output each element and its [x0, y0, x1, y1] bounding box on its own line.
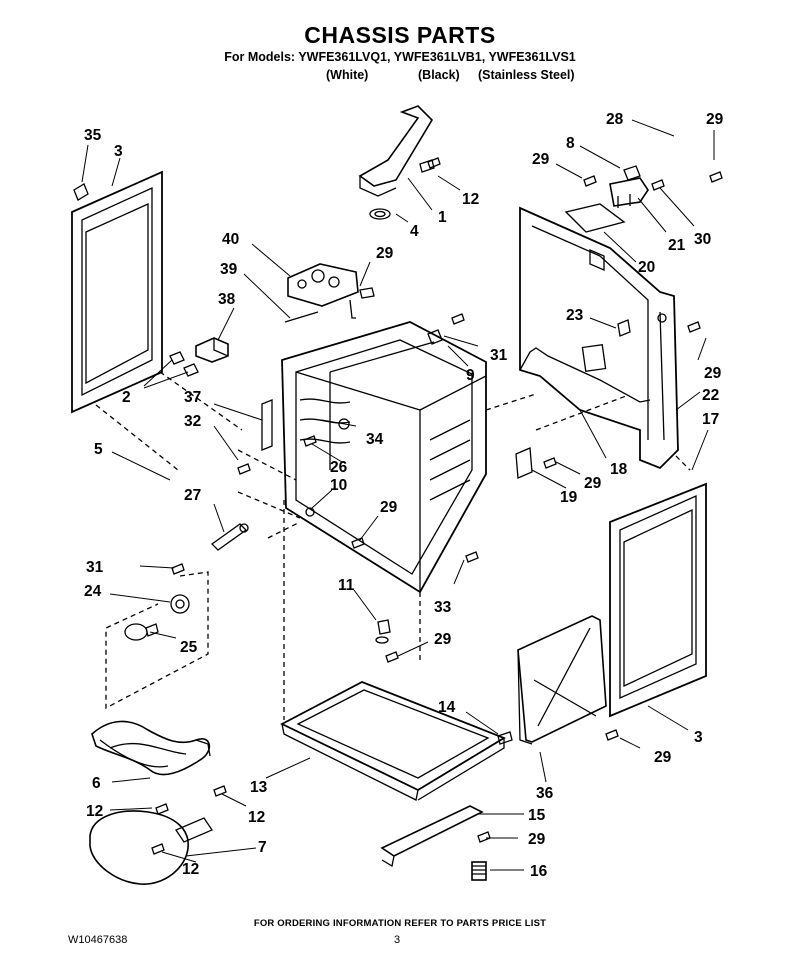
callout-24: 24	[84, 583, 102, 600]
callout-3: 3	[694, 729, 703, 746]
broil-element	[89, 810, 213, 885]
right-side-panel	[609, 482, 707, 718]
screws	[151, 157, 723, 855]
callout-35: 35	[84, 127, 102, 144]
variant-stainless: (Stainless Steel)	[478, 68, 575, 82]
callout-29: 29	[376, 245, 394, 262]
callout-10: 10	[330, 477, 347, 494]
callout-29: 29	[532, 151, 550, 168]
page-number: 3	[394, 934, 401, 946]
callout-16: 16	[530, 863, 548, 880]
callout-4: 4	[410, 223, 419, 240]
callout-22: 22	[702, 387, 719, 404]
callout-18: 18	[610, 461, 628, 478]
callout-23: 23	[566, 307, 584, 324]
variant-black: (Black)	[418, 68, 460, 82]
cavity-dashed-guides	[105, 393, 537, 720]
callout-26: 26	[330, 459, 348, 476]
callout-8: 8	[566, 135, 575, 152]
callout-2: 2	[122, 389, 131, 406]
callout-27: 27	[184, 487, 201, 504]
bake-element	[91, 720, 211, 776]
callout-29: 29	[380, 499, 398, 516]
callout-29: 29	[654, 749, 672, 766]
leader-lines	[81, 119, 715, 871]
rear-panel	[519, 206, 679, 470]
screws-2	[169, 351, 199, 377]
air-baffle	[517, 615, 607, 745]
rear-dashed-guides	[535, 395, 691, 471]
callout-29: 29	[584, 475, 602, 492]
callout-30: 30	[694, 231, 711, 248]
callout-6: 6	[92, 775, 101, 792]
callout-36: 36	[536, 785, 554, 802]
models-line: For Models: YWFE361LVQ1, YWFE361LVB1, YW…	[224, 50, 576, 64]
wire	[284, 311, 319, 323]
variant-white: (White)	[326, 68, 369, 82]
callout-37: 37	[184, 389, 201, 406]
callout-33: 33	[434, 599, 452, 616]
ordering-note: FOR ORDERING INFORMATION REFER TO PARTS …	[253, 918, 547, 929]
callout-12: 12	[462, 191, 479, 208]
callout-34: 34	[366, 431, 384, 448]
callout-39: 39	[220, 261, 238, 278]
surface-valve-assembly	[287, 263, 375, 319]
callout-29: 29	[528, 831, 546, 848]
callout-1: 1	[438, 209, 447, 226]
door-switch	[195, 337, 229, 363]
callout-11: 11	[338, 577, 355, 594]
callout-29: 29	[706, 111, 724, 128]
small-parts	[124, 165, 641, 745]
callout-29: 29	[434, 631, 452, 648]
callout-40: 40	[222, 231, 239, 248]
callout-25: 25	[180, 639, 198, 656]
bracket-20	[564, 203, 626, 233]
anti-tip-bracket	[358, 105, 435, 220]
callout-3: 3	[114, 143, 123, 160]
page-title: CHASSIS PARTS	[304, 22, 496, 48]
callout-19: 19	[560, 489, 578, 506]
callout-12: 12	[182, 861, 199, 878]
terminal-block	[609, 177, 649, 208]
callout-29: 29	[704, 365, 722, 382]
callout-21: 21	[668, 237, 686, 254]
callout-14: 14	[438, 699, 456, 716]
callout-12: 12	[248, 809, 265, 826]
left-dashed-guides	[95, 371, 243, 471]
callout-5: 5	[94, 441, 103, 458]
callout-13: 13	[250, 779, 268, 796]
callout-28: 28	[606, 111, 624, 128]
drawer-slide	[380, 805, 484, 868]
callout-20: 20	[638, 259, 655, 276]
callout-31: 31	[490, 347, 508, 364]
callout-32: 32	[184, 413, 201, 430]
callout-9: 9	[466, 367, 475, 384]
callout-38: 38	[218, 291, 236, 308]
callout-7: 7	[258, 839, 267, 856]
callout-labels: 35 3 12 1 4 28 29 8 29 30 21 20 40 29 39…	[84, 111, 724, 880]
leveling-leg	[471, 861, 487, 881]
callout-12: 12	[86, 803, 103, 820]
document-id: W10467638	[68, 934, 128, 946]
storage-drawer	[280, 681, 507, 801]
left-side-panel	[71, 170, 163, 414]
callout-17: 17	[702, 411, 719, 428]
callout-15: 15	[528, 807, 546, 824]
oven-cavity	[281, 321, 487, 594]
callout-31: 31	[86, 559, 104, 576]
